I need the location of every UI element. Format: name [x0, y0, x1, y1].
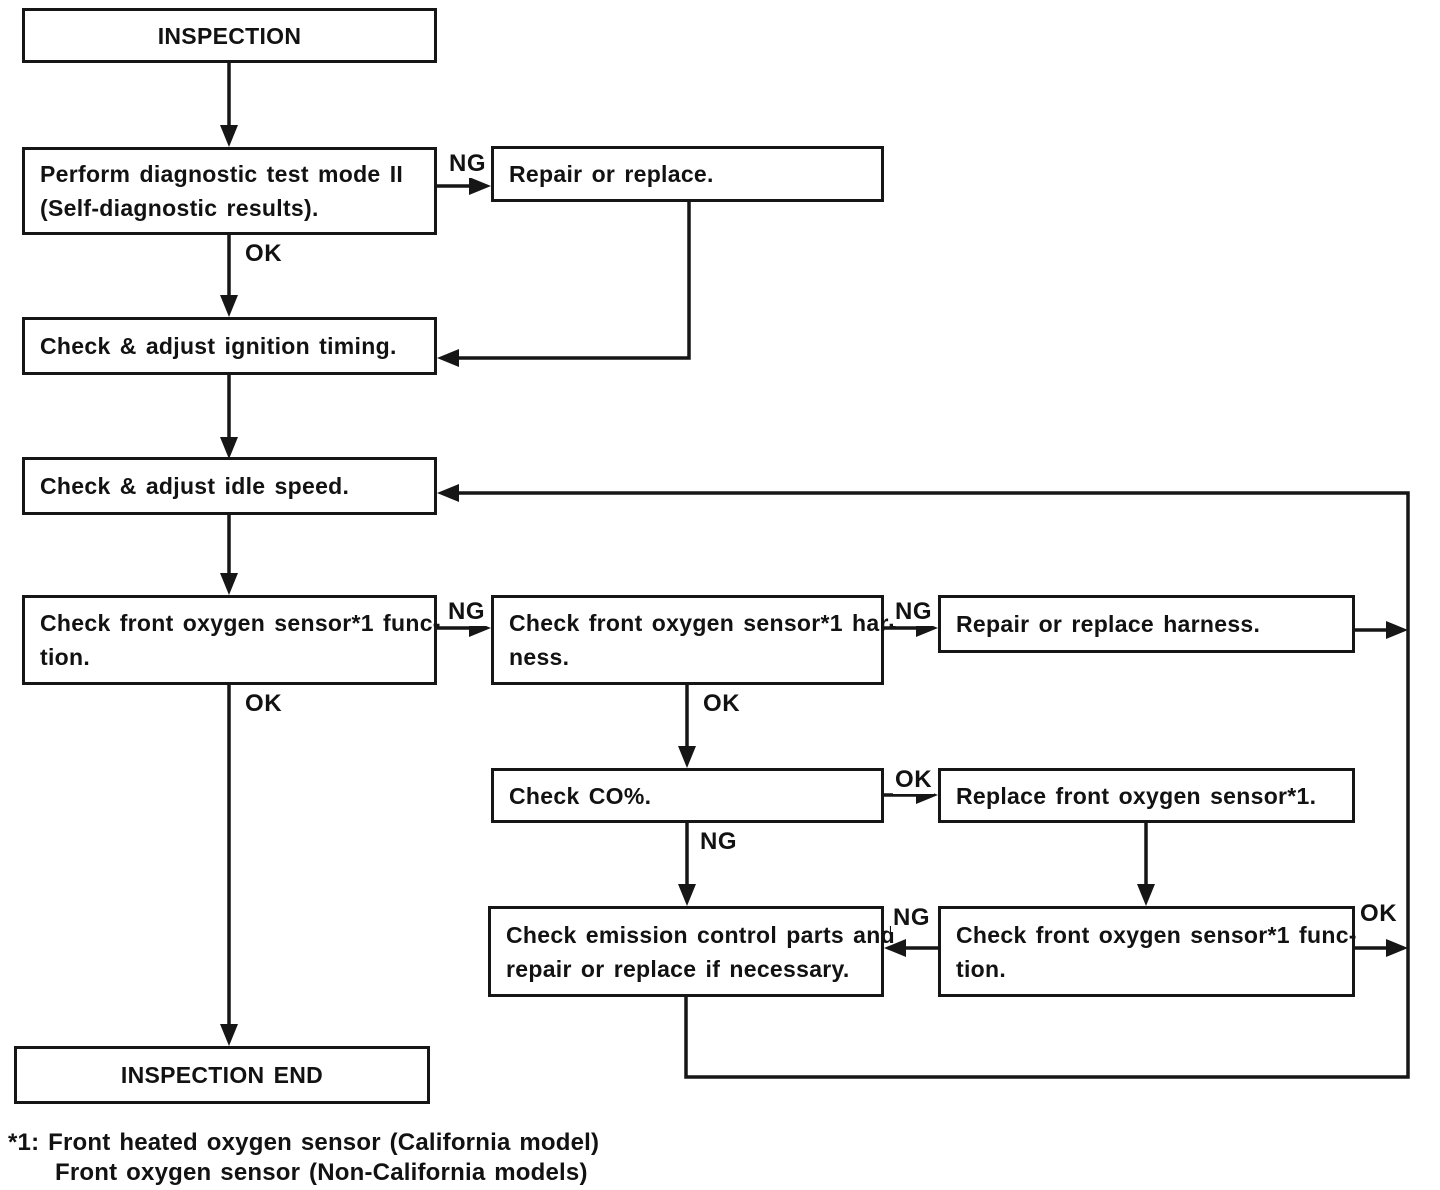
node-label-line: repair or replace if necessary. — [506, 955, 850, 982]
node-label-line: Check front oxygen sensor*1 func- — [40, 610, 441, 636]
node-ignition-timing: Check & adjust ignition timing. — [22, 317, 437, 375]
node-repair-or-replace: Repair or replace. — [491, 146, 884, 202]
edge-label-ok-o2-function: OK — [243, 690, 285, 718]
node-label-line: Repair or replace harness. — [956, 611, 1261, 637]
footnote-line-1: *1: Front heated oxygen sensor (Californ… — [8, 1129, 600, 1156]
edge-label-ok-o2-function-2: OK — [1358, 900, 1400, 928]
edge-label-ng-o2-harness: NG — [893, 598, 935, 626]
node-repair-harness: Repair or replace harness. — [938, 595, 1355, 653]
node-label-line: tion. — [956, 955, 1007, 982]
node-inspection: INSPECTION — [22, 8, 437, 63]
node-label-line: Check emission control parts and — [506, 921, 895, 948]
node-check-co: Check CO%. — [491, 768, 884, 823]
node-label-line: Perform diagnostic test mode II — [40, 161, 404, 187]
node-label-line: tion. — [40, 644, 91, 670]
edge-label-ok-check-co: OK — [893, 766, 935, 794]
node-label-line: Check front oxygen sensor*1 func- — [956, 921, 1357, 948]
node-label-line: Repair or replace. — [509, 161, 714, 187]
edge-label-ng-check-co: NG — [698, 828, 740, 856]
node-label-line: INSPECTION END — [120, 1062, 324, 1088]
node-front-o2-harness: Check front oxygen sensor*1 har- ness. — [491, 595, 897, 685]
edge-label-ng-diagnostic: NG — [447, 150, 489, 178]
edge-label-ng-o2-function: NG — [446, 598, 488, 626]
node-replace-front-o2: Replace front oxygen sensor*1. — [938, 768, 1355, 823]
node-inspection-end: INSPECTION END — [14, 1046, 430, 1104]
node-label-line: INSPECTION — [157, 22, 302, 49]
node-front-o2-function: Check front oxygen sensor*1 func- tion. — [22, 595, 441, 685]
node-perform-diagnostic: Perform diagnostic test mode II (Self-di… — [22, 147, 437, 235]
node-label-line: Check CO%. — [509, 782, 652, 809]
edge-label-ng-o2-function-2: NG — [891, 904, 933, 932]
edge-label-ok-o2-harness: OK — [701, 690, 743, 718]
node-front-o2-function-2: Check front oxygen sensor*1 func- tion. — [938, 906, 1357, 997]
node-label-line: Replace front oxygen sensor*1. — [956, 782, 1317, 809]
node-emission-parts: Check emission control parts and repair … — [488, 906, 895, 997]
footnote: *1: Front heated oxygen sensor (Californ… — [8, 1128, 599, 1188]
footnote-line-2: Front oxygen sensor (Non-California mode… — [55, 1159, 588, 1186]
edge-label-ok-diagnostic: OK — [243, 240, 285, 268]
node-label-line: ness. — [509, 644, 570, 670]
node-label-line: Check & adjust ignition timing. — [40, 333, 397, 359]
node-label-line: (Self-diagnostic results). — [40, 195, 319, 221]
node-label-line: Check & adjust idle speed. — [40, 473, 350, 499]
node-idle-speed: Check & adjust idle speed. — [22, 457, 437, 515]
node-label-line: Check front oxygen sensor*1 har- — [509, 610, 897, 636]
